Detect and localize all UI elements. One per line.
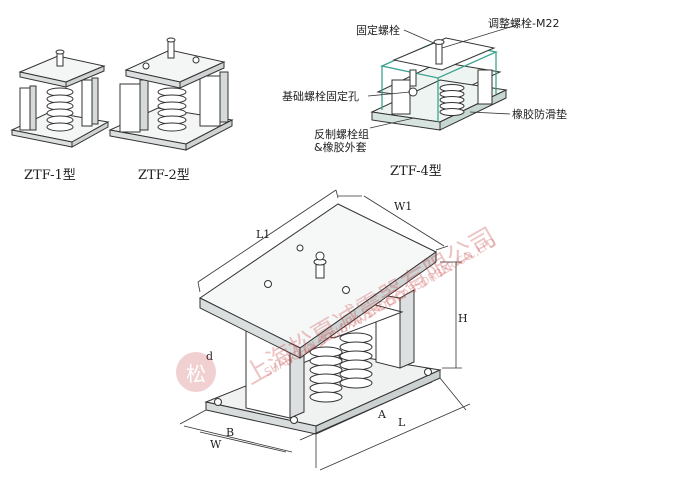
callout-adjust-bolt: 调整螺栓-M22 [488, 17, 560, 30]
ztf1-drawing [10, 49, 110, 148]
callout-anti-bolt: 反制螺栓组 &橡胶外套 [314, 128, 369, 154]
model-label-ztf4: ZTF-4型 [390, 164, 442, 179]
dim-l: L [398, 416, 406, 429]
callout-base-bolt-hole: 基础螺栓固定孔 [282, 90, 359, 103]
dim-l1: L1 [256, 228, 270, 241]
ztf4-drawing [367, 23, 521, 131]
dim-h: H [458, 312, 468, 325]
main-dimension-drawing [199, 203, 442, 435]
dim-b: B [226, 426, 234, 439]
ztf2-drawing [108, 37, 234, 151]
callout-fixed-bolt: 固定螺栓 [356, 24, 400, 37]
dim-a: A [377, 408, 387, 421]
model-label-ztf2: ZTF-2型 [138, 168, 190, 183]
callout-anti-bolt-line1: 反制螺栓组 [314, 128, 369, 141]
dim-w1: W1 [394, 200, 412, 213]
dim-d: d [206, 350, 213, 363]
callout-anti-bolt-line2: &橡胶外套 [314, 141, 367, 154]
callout-rubber-pad: 橡胶防滑垫 [512, 108, 567, 121]
dimension-lines [179, 189, 471, 471]
watermark-logo: 松 [176, 352, 216, 392]
model-label-ztf1: ZTF-1型 [24, 168, 76, 183]
dim-w: W [210, 438, 222, 451]
watermark-logo-glyph: 松 [186, 361, 206, 386]
